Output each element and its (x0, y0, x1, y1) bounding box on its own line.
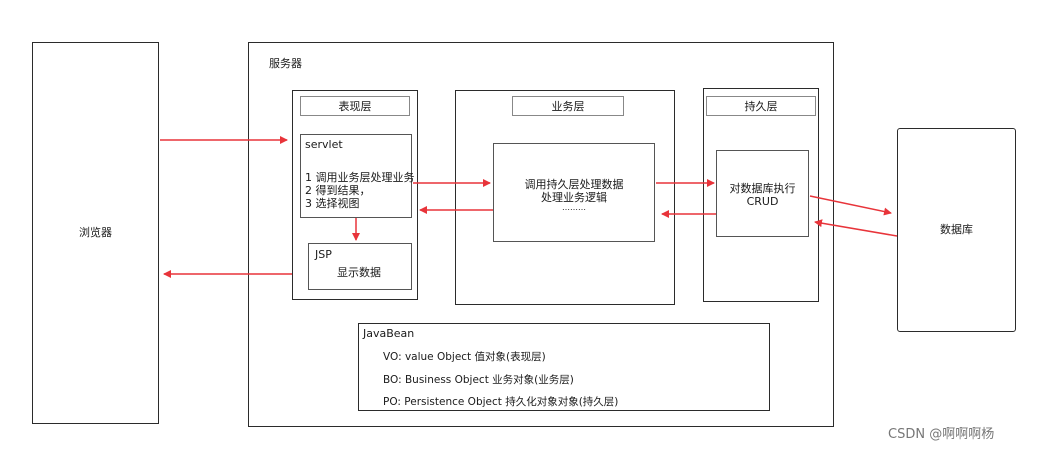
jsp-box: JSP 显示数据 (308, 243, 412, 290)
browser-box: 浏览器 (32, 42, 159, 424)
persistence-layer-header: 持久层 (706, 96, 816, 116)
servlet-step-1: 1 调用业务层处理业务 (305, 171, 415, 184)
database-box: 数据库 (897, 128, 1016, 332)
javabean-title: JavaBean (363, 327, 415, 340)
servlet-box: servlet 1 调用业务层处理业务 2 得到结果， 3 选择视图 (300, 134, 415, 218)
business-inner-box: 调用持久层处理数据 处理业务逻辑 ……… (493, 143, 655, 242)
jsp-title: JSP (315, 248, 332, 261)
browser-label: 浏览器 (79, 225, 112, 239)
presentation-layer-header: 表现层 (300, 96, 410, 116)
jsp-text: 显示数据 (337, 266, 381, 279)
persistence-line-2: CRUD (746, 195, 779, 208)
business-line-1: 调用持久层处理数据 (524, 178, 624, 191)
business-layer-header: 业务层 (512, 96, 624, 116)
javabean-item-po: PO: Persistence Object 持久化对象对象(持久层) (383, 396, 619, 408)
business-line-2: 处理业务逻辑 (541, 191, 607, 204)
persistence-inner-box: 对数据库执行 CRUD (716, 150, 809, 237)
javabean-item-vo: VO: value Object 值对象(表现层) (383, 351, 546, 363)
servlet-step-2: 2 得到结果， (305, 184, 371, 197)
servlet-title: servlet (305, 138, 343, 151)
javabean-box: JavaBean VO: value Object 值对象(表现层) BO: B… (358, 323, 770, 411)
persistence-line-1: 对数据库执行 (729, 182, 796, 195)
business-line-3: ……… (562, 203, 586, 212)
watermark-text: CSDN @啊啊啊杨 (888, 427, 995, 442)
arrow-persistence-to-database (809, 195, 892, 216)
database-label: 数据库 (940, 222, 973, 236)
server-label: 服务器 (269, 57, 302, 70)
javabean-item-bo: BO: Business Object 业务对象(业务层) (383, 374, 574, 386)
arrow-database-to-persistence (814, 219, 898, 237)
servlet-step-3: 3 选择视图 (305, 197, 360, 210)
